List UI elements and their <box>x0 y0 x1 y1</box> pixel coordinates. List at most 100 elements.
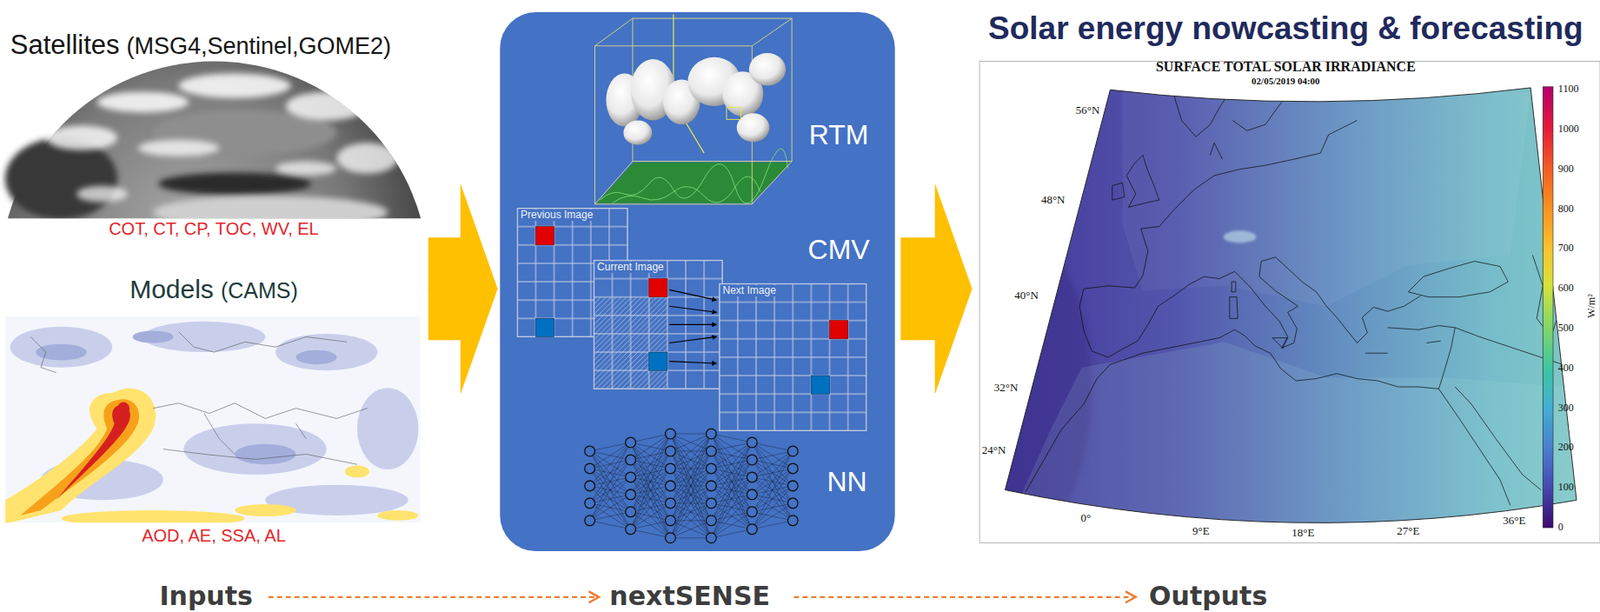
nextsense-illustration <box>649 278 668 298</box>
axis-label: 48°N <box>1041 193 1066 206</box>
neural-network <box>710 459 752 538</box>
aerosol-model-map <box>295 350 337 365</box>
neural-network <box>670 503 711 538</box>
neural-network <box>590 503 631 530</box>
irradiance-map <box>1159 120 1358 227</box>
neural-network <box>630 503 671 530</box>
text-line: CMV <box>808 234 870 266</box>
neural-network <box>670 468 711 538</box>
pipeline-stage: Outputs <box>1148 580 1268 610</box>
neural-network <box>751 442 793 504</box>
neural-network <box>751 468 793 530</box>
satellite-image <box>76 185 128 203</box>
nextsense-illustration <box>669 289 717 364</box>
aerosol-model-map <box>60 510 245 523</box>
neural-network <box>590 511 631 521</box>
neural-network <box>710 433 752 530</box>
neural-network <box>670 520 711 538</box>
neural-network <box>665 497 677 509</box>
irradiance-map <box>1025 325 1455 492</box>
text-line: 02/05/2019 04:00 <box>974 75 1597 87</box>
neural-network <box>630 485 671 530</box>
neural-network <box>710 442 752 452</box>
aerosol-model-map <box>234 504 296 517</box>
aerosol-model-map <box>5 316 421 523</box>
nextsense-illustration <box>669 289 717 300</box>
neural-network <box>746 454 757 465</box>
aerosol-model-map <box>377 510 419 521</box>
neural-network <box>630 494 671 538</box>
neural-network <box>705 445 717 457</box>
pipeline-arrow <box>268 596 597 598</box>
neural-network <box>705 515 717 526</box>
aerosol-model-map <box>19 398 140 516</box>
aerosol-model-map <box>10 326 113 368</box>
irradiance-map <box>1209 142 1222 160</box>
neural-network <box>630 451 671 530</box>
axis-label: 9°E <box>1192 524 1210 537</box>
nextsense-illustration <box>499 12 895 552</box>
neural-network <box>665 463 677 474</box>
neural-network <box>590 459 631 521</box>
irradiance-map <box>1229 281 1441 353</box>
neural-network <box>670 433 711 504</box>
neural-network <box>746 524 757 535</box>
neural-network <box>705 428 717 439</box>
axis-label: 0° <box>1080 511 1091 525</box>
neural-network <box>710 442 752 538</box>
aerosol-model-map <box>117 402 130 415</box>
neural-network <box>710 433 752 495</box>
aerosol-model-map <box>132 330 174 343</box>
panel-heading: Models <box>129 274 214 304</box>
satellite-image <box>0 60 429 219</box>
aerosol-model-map <box>234 444 296 465</box>
text-line: RTM <box>809 120 870 152</box>
neural-network <box>710 511 752 538</box>
irradiance-map <box>1004 341 1577 531</box>
neural-network <box>630 433 671 512</box>
nextsense-illustration <box>593 297 668 390</box>
irradiance-map <box>1025 93 1572 505</box>
neural-network <box>625 489 637 500</box>
colorbar-tick: 700 <box>1558 243 1574 255</box>
irradiance-map <box>1438 386 1541 505</box>
axis-label: 56°N <box>1075 104 1101 117</box>
neural-network <box>751 503 793 530</box>
neural-network <box>710 529 752 538</box>
pipeline-stage: nextSENSE <box>609 580 771 610</box>
axis-label: 36°E <box>1502 514 1526 527</box>
neural-network <box>630 433 671 460</box>
nextsense-illustration <box>595 18 793 205</box>
neural-network <box>590 520 631 530</box>
neural-network <box>665 428 677 439</box>
neural-network <box>630 433 671 443</box>
neural-network <box>670 485 711 538</box>
neural-network <box>751 451 793 495</box>
neural-network <box>670 433 711 521</box>
neural-network <box>630 511 671 538</box>
variable-list: COT, CT, CP, TOC, WV, EL <box>108 219 319 239</box>
neural-network <box>670 485 711 538</box>
method-label: NN <box>826 467 867 498</box>
neural-network <box>787 497 798 509</box>
axis-label: 32°N <box>994 381 1019 394</box>
neural-network <box>625 506 637 518</box>
panel-subheading: (MSG4,Sentinel,GOME2) <box>126 33 392 60</box>
model-input-panel: Models(CAMS)AOD, AE, SSA, AL <box>5 271 423 547</box>
nextsense-illustration <box>623 120 652 146</box>
neural-network <box>665 480 677 492</box>
neural-network <box>670 432 711 434</box>
satellite-image <box>138 139 220 157</box>
neural-network <box>630 477 671 538</box>
neural-network <box>751 451 793 512</box>
colorbar-tick: 800 <box>1558 203 1574 215</box>
irradiance-map <box>1126 154 1160 207</box>
axis-label: 40°N <box>1014 289 1039 302</box>
neural-network <box>584 515 596 526</box>
nextsense-engine-box: RTMCMVNNPrevious ImageCurrent ImageNext … <box>499 12 895 552</box>
neural-network <box>584 445 596 457</box>
grid-label: Current Image <box>595 261 666 273</box>
nextsense-illustration <box>749 53 786 87</box>
image-grid: Current Image <box>593 259 723 389</box>
